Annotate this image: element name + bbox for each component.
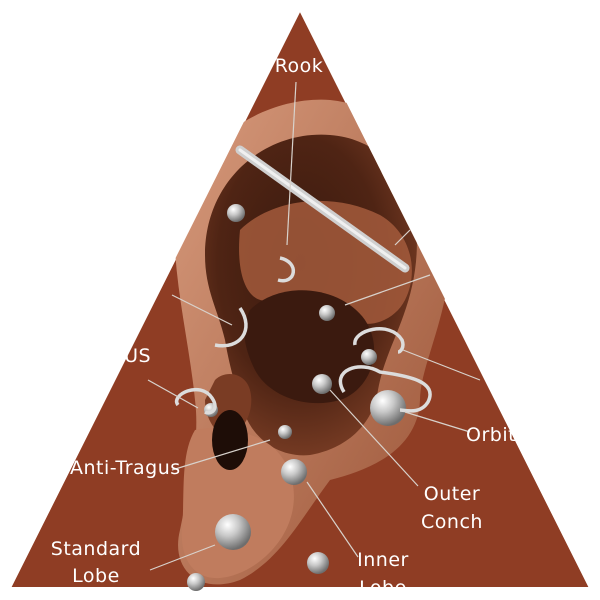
label-outer-conch-line1: Outer xyxy=(424,483,480,505)
label-standard-lobe-line1: Standard xyxy=(51,538,141,560)
label-orbital: Orbit xyxy=(466,424,516,446)
label-anti-tragus: Anti-Tragus xyxy=(70,457,181,479)
label-outer-conch-line2: Conch xyxy=(421,511,483,533)
label-tragus: TUS xyxy=(111,345,151,367)
label-inner-lobe-line1: Inner xyxy=(357,549,409,571)
label-inner-lobe-line2: Lobe xyxy=(359,577,407,599)
label-standard-lobe-line2: Lobe xyxy=(72,565,120,587)
label-rook: Rook xyxy=(275,55,324,77)
